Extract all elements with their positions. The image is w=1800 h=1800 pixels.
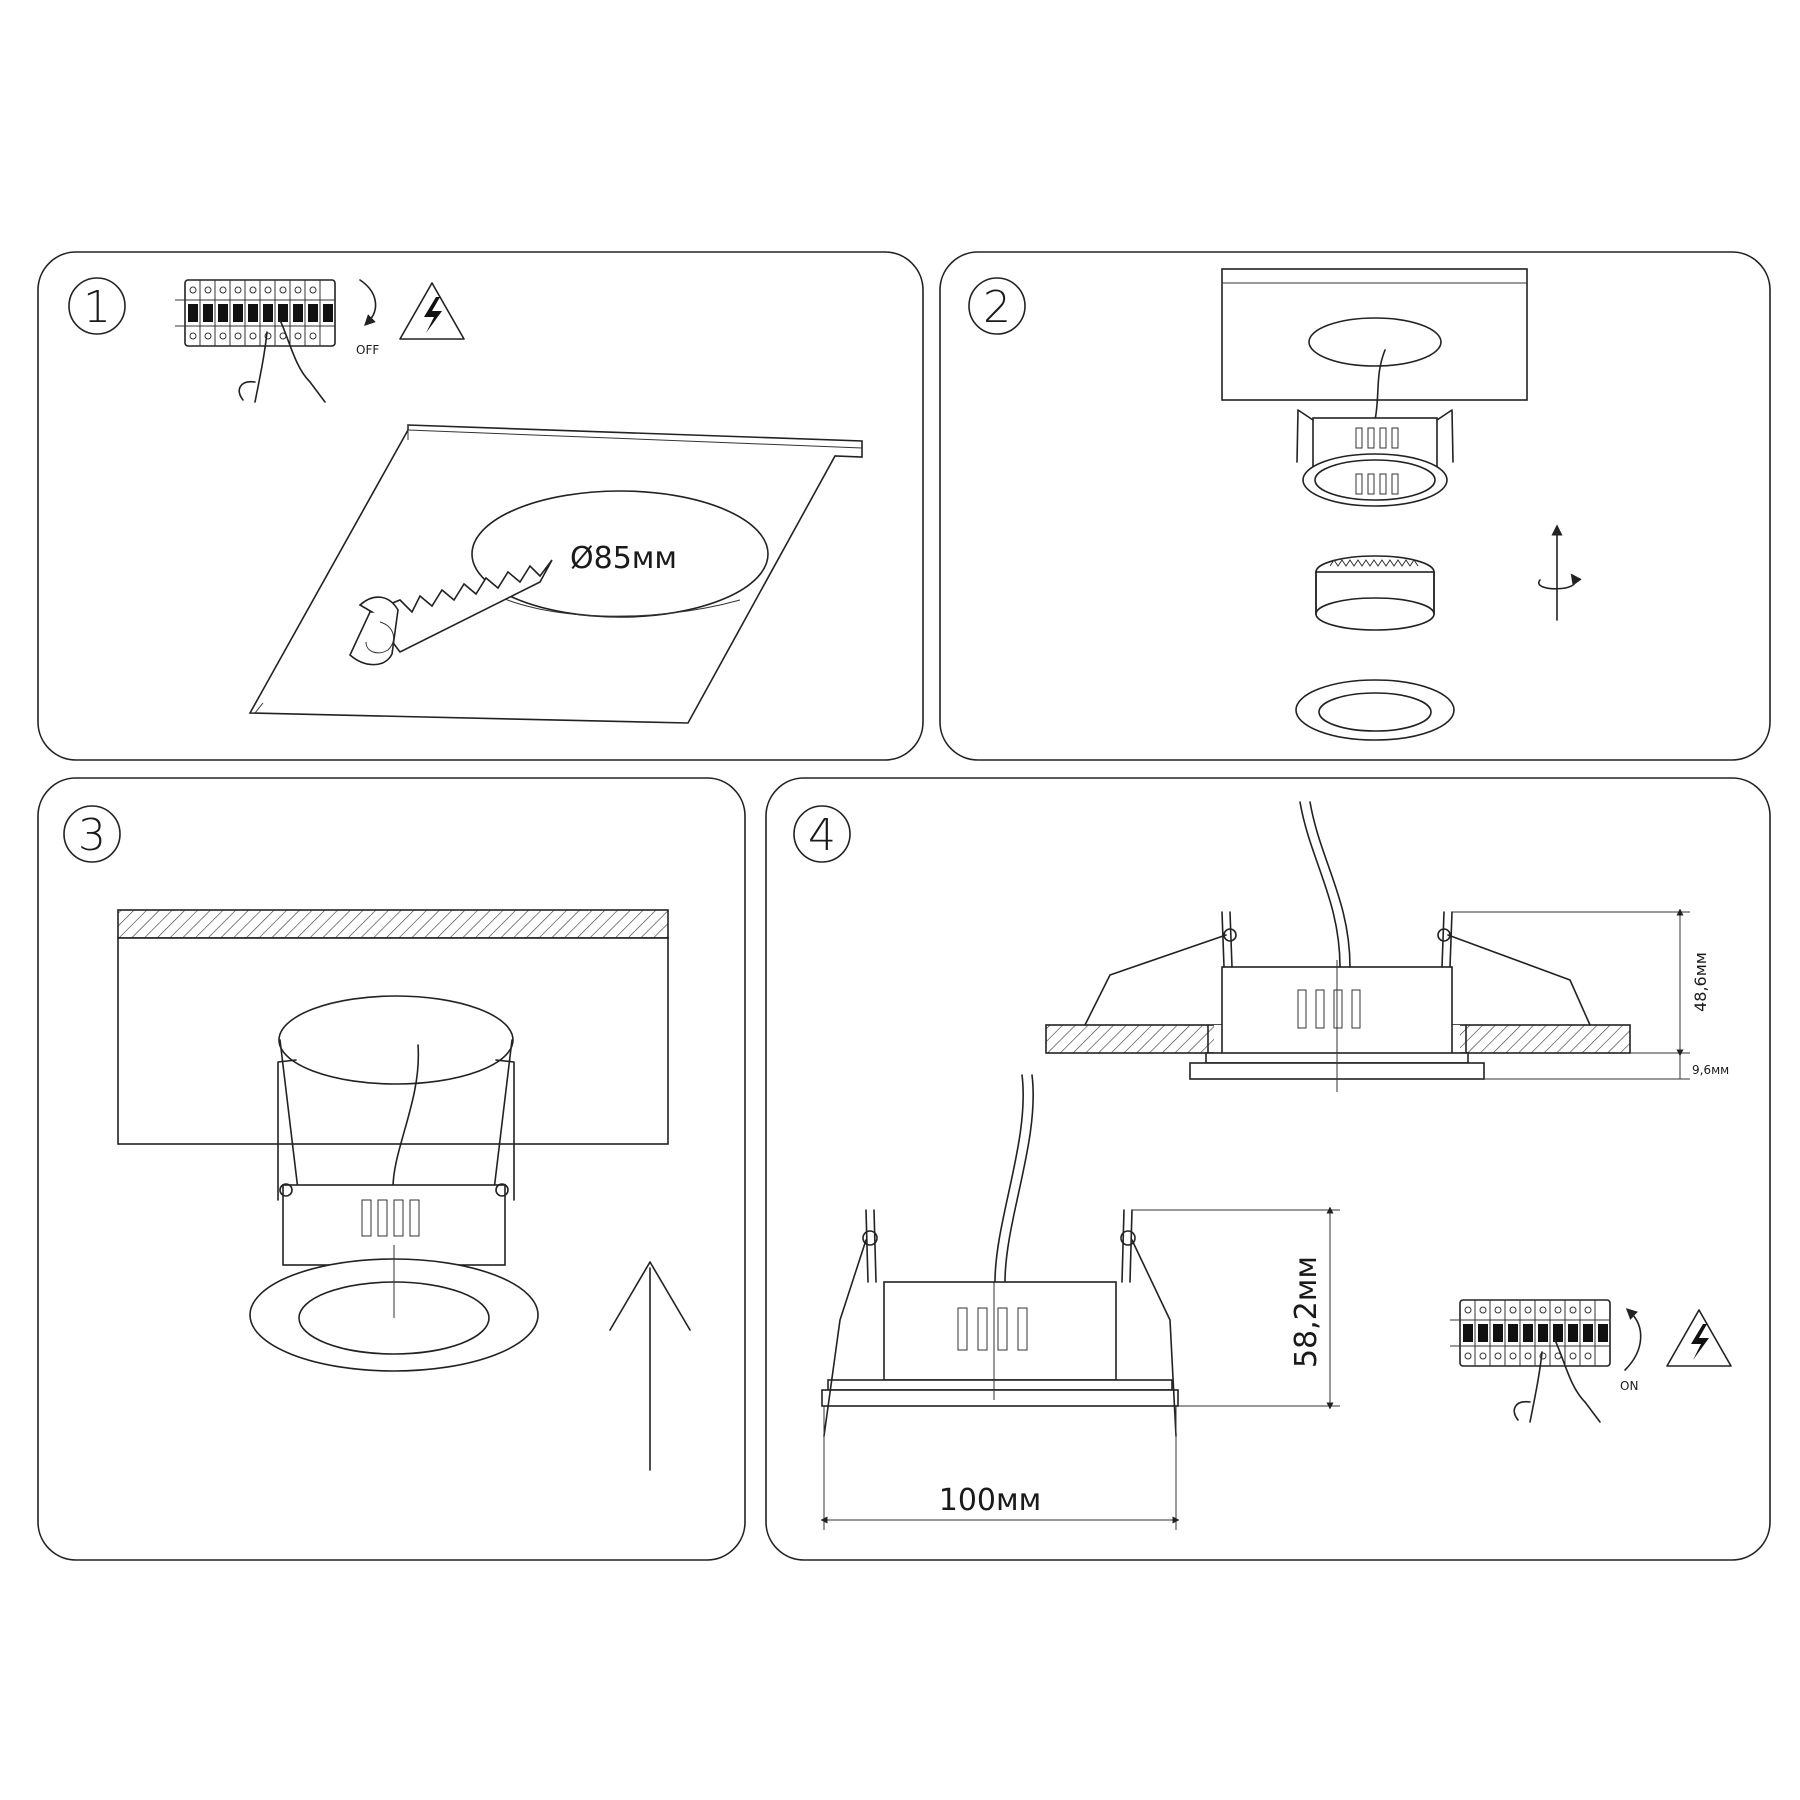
step-3-panel [37,777,746,1561]
rotate-arrow-icon [1624,1308,1642,1371]
led-module [1315,555,1435,631]
saw-icon [349,559,553,666]
width-label: 100мм [939,1483,1042,1518]
high-voltage-icon [399,282,465,340]
step-4-panel [765,777,1771,1561]
on-label: ON [1620,1379,1638,1393]
rotate-arrow-icon [359,279,377,326]
svg-text:1: 1 [83,282,111,333]
cut-hole [471,490,769,618]
step-2-number: 2 [968,277,1026,335]
side-view-luminaire [820,1074,1340,1530]
frame-housing [1296,349,1454,507]
svg-text:4: 4 [808,810,836,861]
step-1-panel [37,251,924,761]
breaker-off-icon [174,279,336,403]
luminaire-installing [249,995,539,1372]
step-3-number: 3 [63,805,121,863]
step-1-number: 1 [68,277,126,335]
twist-up-arrow-icon [1537,524,1582,621]
breaker-on-icon [1449,1299,1611,1423]
step-4-number: 4 [793,805,851,863]
height-below-label: 9,6мм [1692,1063,1729,1077]
svg-text:2: 2 [983,282,1011,333]
height-above-label: 48,6мм [1691,952,1710,1012]
step-2-panel [939,251,1771,761]
installed-luminaire [1045,801,1690,1092]
svg-text:3: 3 [78,810,106,861]
ceiling-section [1221,268,1528,401]
high-voltage-icon [1666,1309,1732,1367]
hole-diameter-label: Ø85мм [570,541,677,576]
height-total-label: 58,2мм [1289,1256,1324,1368]
decor-ring [1295,679,1455,741]
off-label: OFF [356,343,379,357]
up-arrow-icon [609,1261,691,1471]
